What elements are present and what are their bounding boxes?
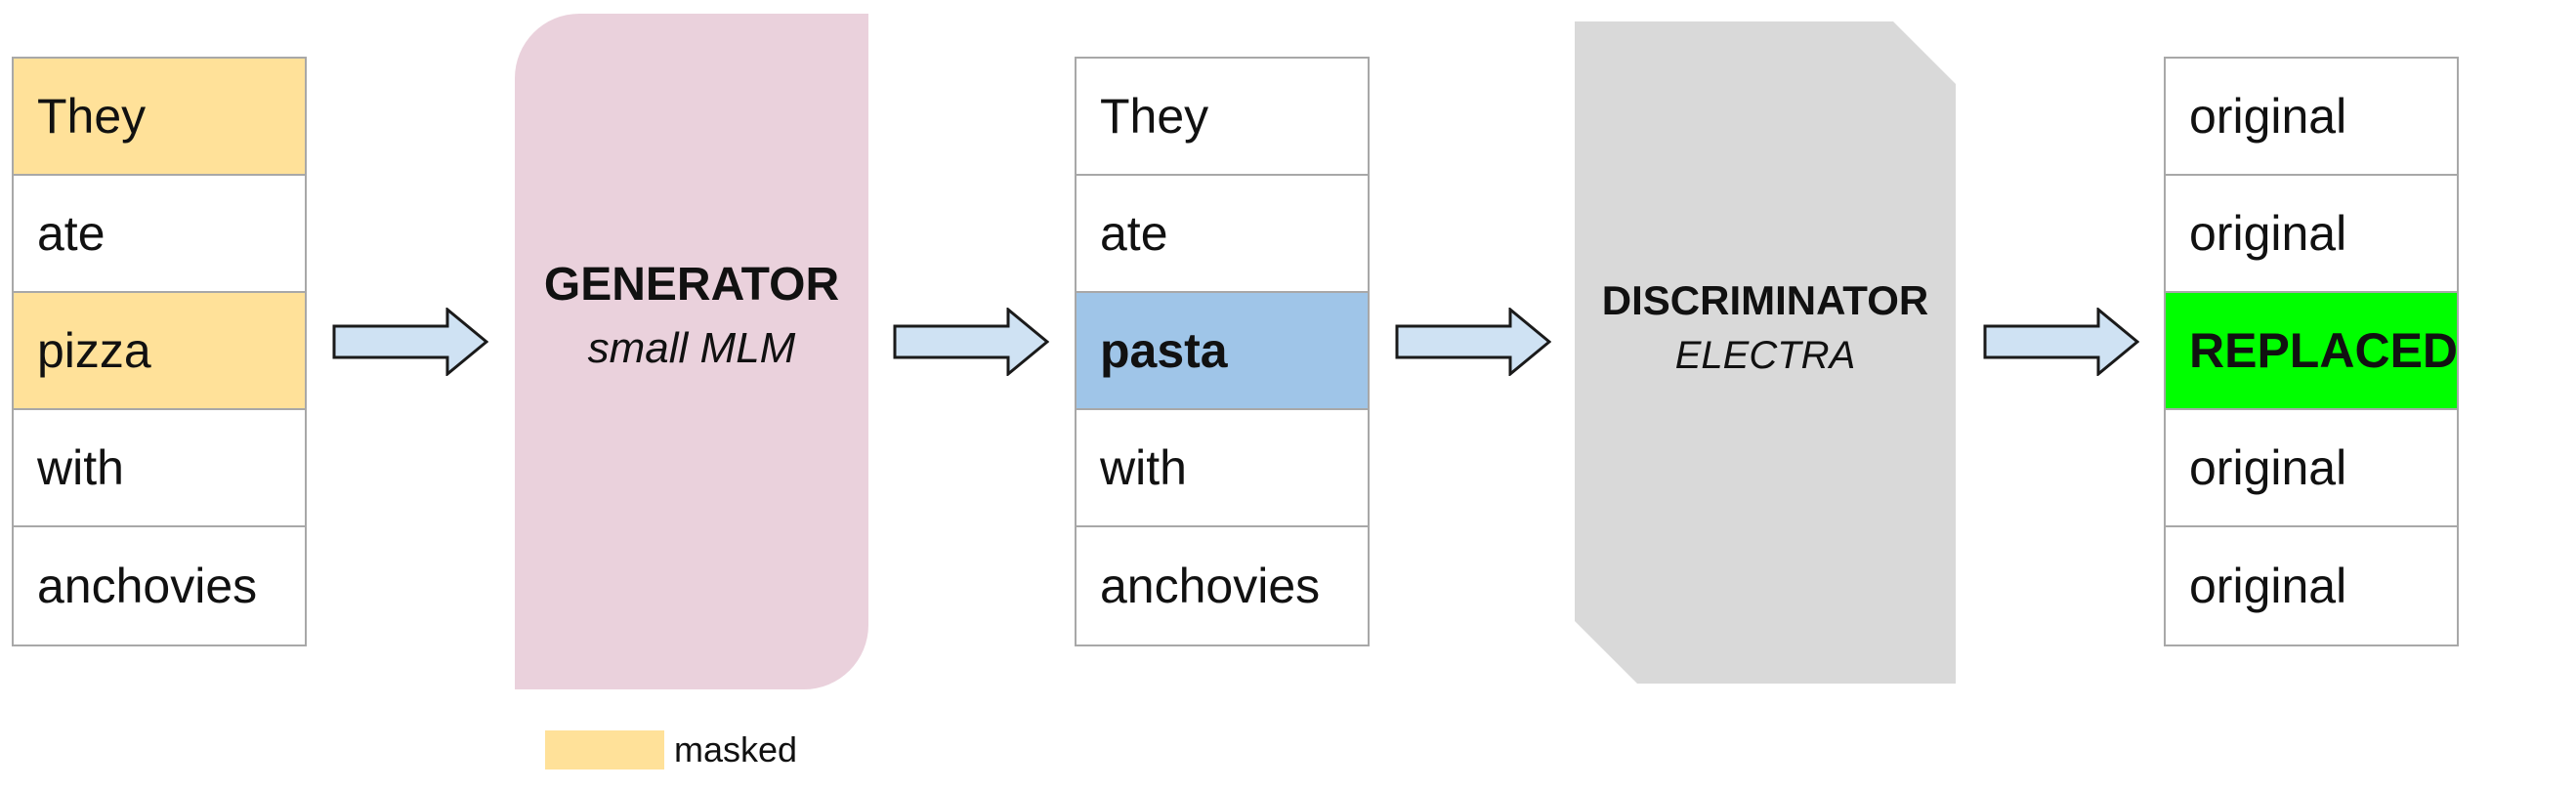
generator-subtitle: small MLM	[587, 324, 796, 372]
arrow-right-icon	[332, 308, 488, 376]
input-token-pizza: pizza	[14, 293, 305, 410]
corrupted-token-anchovies: anchovies	[1100, 559, 1321, 613]
input-token-they: They	[14, 59, 305, 176]
corrupted-token-they: They	[1077, 59, 1368, 176]
arrow-right-icon	[1983, 308, 2139, 376]
discriminator-box	[1575, 21, 1956, 684]
generator-box	[515, 14, 868, 689]
output-label-original: original	[2166, 410, 2457, 527]
input-token-column: They ate pizza with anchovies	[12, 57, 307, 646]
output-label-original: original	[2189, 559, 2347, 613]
legend-masked-label: masked	[674, 729, 798, 769]
output-label-replaced: REPLACED	[2166, 293, 2458, 410]
discriminator-subtitle: ELECTRA	[1674, 334, 1856, 377]
arrow-right-icon	[1395, 308, 1551, 376]
arrow-right-icon	[893, 308, 1049, 376]
input-token-with: with	[14, 410, 305, 527]
input-token-ate: ate	[14, 176, 305, 293]
corrupted-token-ate: ate	[1077, 176, 1368, 293]
corrupted-token-column: They ate pasta with anchovies	[1075, 57, 1370, 646]
output-label-original: original	[2166, 59, 2457, 176]
corrupted-token-pasta: pasta	[1077, 293, 1368, 410]
output-label-column: original original REPLACED original orig…	[2164, 57, 2459, 646]
corrupted-token-with: with	[1077, 410, 1368, 527]
output-label-original: original	[2166, 176, 2457, 293]
input-token-anchovies: anchovies	[37, 559, 258, 613]
generator-title: GENERATOR	[543, 259, 840, 311]
discriminator-title: DISCRIMINATOR	[1601, 277, 1929, 323]
legend-masked-swatch	[545, 730, 664, 769]
